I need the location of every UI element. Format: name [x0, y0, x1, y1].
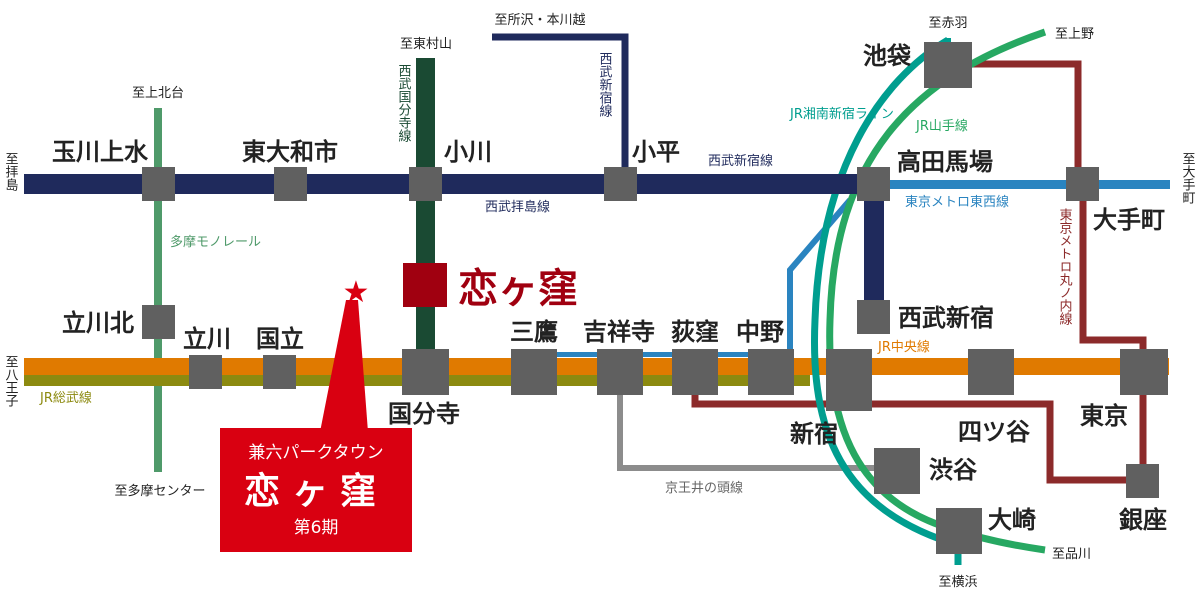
line-label-tozai: 東京メトロ東西線 — [905, 194, 1009, 210]
station-box-osaki — [936, 508, 982, 554]
seibu-shinjuku-line-vertical — [864, 190, 884, 308]
station-box-otemachi — [1066, 167, 1099, 201]
line-label-seibu-haijima: 西武拝島線 — [485, 199, 550, 215]
line-label-seibu-shinjuku: 西武新宿線 — [708, 153, 773, 169]
label-nakano: 中野 — [736, 318, 784, 346]
property-callout-pointer — [320, 300, 368, 432]
line-label-jr-yamanote: JR山手線 — [915, 118, 968, 134]
label-higashiyamatoshi: 東大和市 — [242, 138, 338, 166]
dir-shinagawa: 至品川 — [1052, 547, 1091, 562]
label-yotsuya: 四ツ谷 — [958, 418, 1031, 446]
label-mitaka: 三鷹 — [510, 318, 558, 346]
dir-akabane: 至赤羽 — [928, 16, 967, 31]
label-ikebukuro: 池袋 — [863, 42, 912, 70]
dir-kamikitadai: 至上北台 — [132, 86, 184, 101]
label-kodaira: 小平 — [632, 138, 680, 166]
station-box-seibu-shinjuku — [857, 300, 890, 334]
tozai-line — [875, 180, 1170, 189]
station-box-tachikawa — [189, 355, 222, 389]
label-tamagawa-josui: 玉川上水 — [52, 138, 149, 166]
label-kokubunji: 国分寺 — [388, 400, 460, 428]
line-label-seibu-kokubunji: 西武国分寺線 — [396, 64, 412, 142]
label-ogawa: 小川 — [444, 138, 492, 166]
dir-otemachi: 至大手町 — [1180, 152, 1196, 204]
property-name: 恋ヶ窪 — [244, 470, 388, 512]
station-box-mitaka — [511, 349, 557, 395]
station-box-shibuya — [874, 448, 920, 494]
seibu-kokubunji-line — [416, 58, 435, 360]
station-box-nakano — [748, 349, 794, 395]
tozai-line-chuo-segment — [556, 352, 786, 357]
label-seibu-shinjuku: 西武新宿 — [898, 304, 994, 332]
station-box-tamagawa-josui — [142, 167, 175, 201]
label-koigakubo: 恋ヶ窪 — [458, 266, 578, 312]
label-kunitachi: 国立 — [256, 325, 304, 353]
seibu-shinjuku-line-tokorozawa — [492, 33, 629, 184]
station-box-kichijoji — [597, 349, 643, 395]
property-star-icon: ★ — [343, 275, 370, 310]
marunouchi-line-west — [691, 395, 1143, 484]
line-label-jr-shonan: JR湘南新宿ライン — [789, 106, 894, 122]
line-label-jr-sobu: JR総武線 — [39, 390, 92, 406]
station-box-tokyo — [1120, 349, 1168, 395]
label-shibuya: 渋谷 — [929, 456, 978, 484]
line-label-keio-inokashira: 京王井の頭線 — [665, 480, 743, 496]
label-tokyo: 東京 — [1080, 402, 1128, 430]
line-label-tama-monorail: 多摩モノレール — [170, 234, 261, 250]
station-box-takadanobaba — [857, 167, 890, 201]
station-box-yotsuya — [968, 349, 1014, 395]
station-box-kunitachi — [263, 355, 296, 389]
station-box-kodaira — [604, 167, 637, 201]
jr-shonan-shinjuku-line — [811, 36, 962, 565]
property-callout-box — [220, 428, 412, 552]
dir-haijima: 至拝島 — [3, 152, 19, 191]
dir-hachioji: 至八王子 — [3, 355, 19, 407]
station-box-ginza — [1126, 464, 1159, 498]
seibu-line — [24, 174, 884, 194]
label-osaki: 大崎 — [988, 506, 1036, 534]
line-label-marunouchi: 東京メトロ丸ノ内線 — [1057, 207, 1073, 325]
label-takadanobaba: 高田馬場 — [897, 148, 993, 176]
station-box-ogikubo — [672, 349, 718, 395]
label-otemachi: 大手町 — [1093, 206, 1165, 234]
dir-tokorozawa: 至所沢・本川越 — [494, 13, 585, 28]
line-label-jr-chuo: JR中央線 — [877, 339, 930, 355]
property-brand: 兼六パークタウン — [248, 443, 383, 463]
station-box-ikebukuro — [924, 42, 972, 88]
station-box-koigakubo — [403, 263, 447, 307]
station-box-shinjuku — [826, 349, 872, 411]
line-label-seibu-shinjuku-vertical: 西武新宿線 — [597, 52, 613, 117]
station-box-kokubunji — [402, 349, 449, 395]
station-box-ogawa — [409, 167, 442, 201]
label-kichijoji: 吉祥寺 — [583, 318, 655, 346]
label-ginza: 銀座 — [1119, 506, 1167, 534]
dir-higashimurayama: 至東村山 — [400, 36, 452, 52]
jr-chuo-line — [24, 358, 1169, 375]
label-shinjuku: 新宿 — [790, 420, 838, 448]
label-tachikawa: 立川 — [183, 325, 231, 353]
dir-tama-center: 至多摩センター — [114, 483, 205, 499]
station-box-higashiyamatoshi — [274, 167, 307, 201]
dir-ueno: 至上野 — [1055, 27, 1094, 42]
dir-yokohama: 至横浜 — [938, 575, 977, 590]
label-ogikubo: 荻窪 — [671, 318, 719, 346]
keio-inokashira-line — [617, 395, 895, 471]
station-box-tachikawa-kita — [142, 305, 175, 339]
label-tachikawa-kita: 立川北 — [62, 309, 134, 337]
property-phase: 第6期 — [294, 518, 339, 538]
